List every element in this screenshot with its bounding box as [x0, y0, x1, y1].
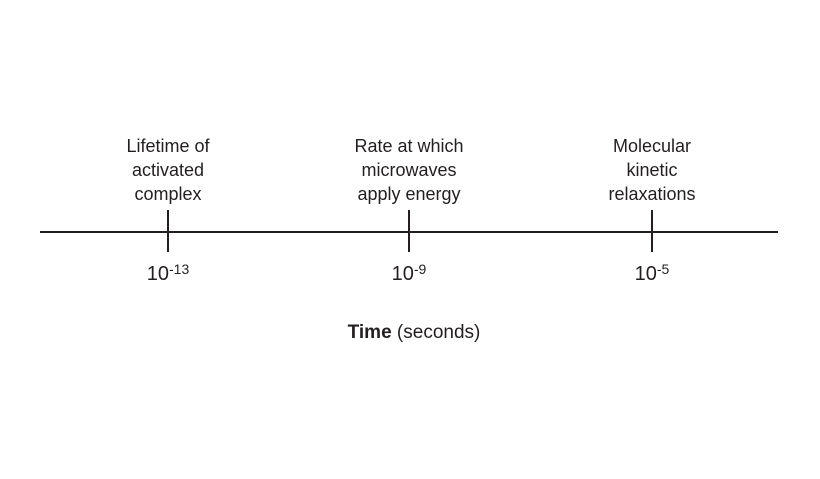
- tick-value-base: 10: [146, 263, 170, 285]
- tick-mark-3: [651, 210, 653, 252]
- tick-value-1e-5: 10-5: [634, 260, 670, 286]
- mark-label-microwaves: Rate at which microwaves apply energy: [354, 136, 464, 204]
- tick-value-exponent: -13: [169, 260, 190, 277]
- tick-value-exponent: -5: [656, 260, 670, 277]
- axis-caption: Time (seconds): [348, 322, 481, 344]
- tick-value-base: 10: [634, 263, 657, 285]
- axis-caption-units: (seconds): [391, 322, 481, 343]
- mark-label-activated-complex: Lifetime of activated complex: [126, 136, 210, 204]
- tick-value-1e-9: 10-9: [391, 260, 427, 286]
- tick-mark-1: [167, 210, 169, 252]
- mark-label-kinetic-relaxations: Molecular kinetic relaxations: [608, 136, 696, 204]
- tick-value-1e-13: 10-13: [146, 260, 190, 286]
- axis-caption-title: Time: [347, 322, 392, 343]
- tick-mark-2: [408, 210, 410, 252]
- tick-value-base: 10: [391, 263, 414, 285]
- tick-value-exponent: -9: [413, 260, 427, 277]
